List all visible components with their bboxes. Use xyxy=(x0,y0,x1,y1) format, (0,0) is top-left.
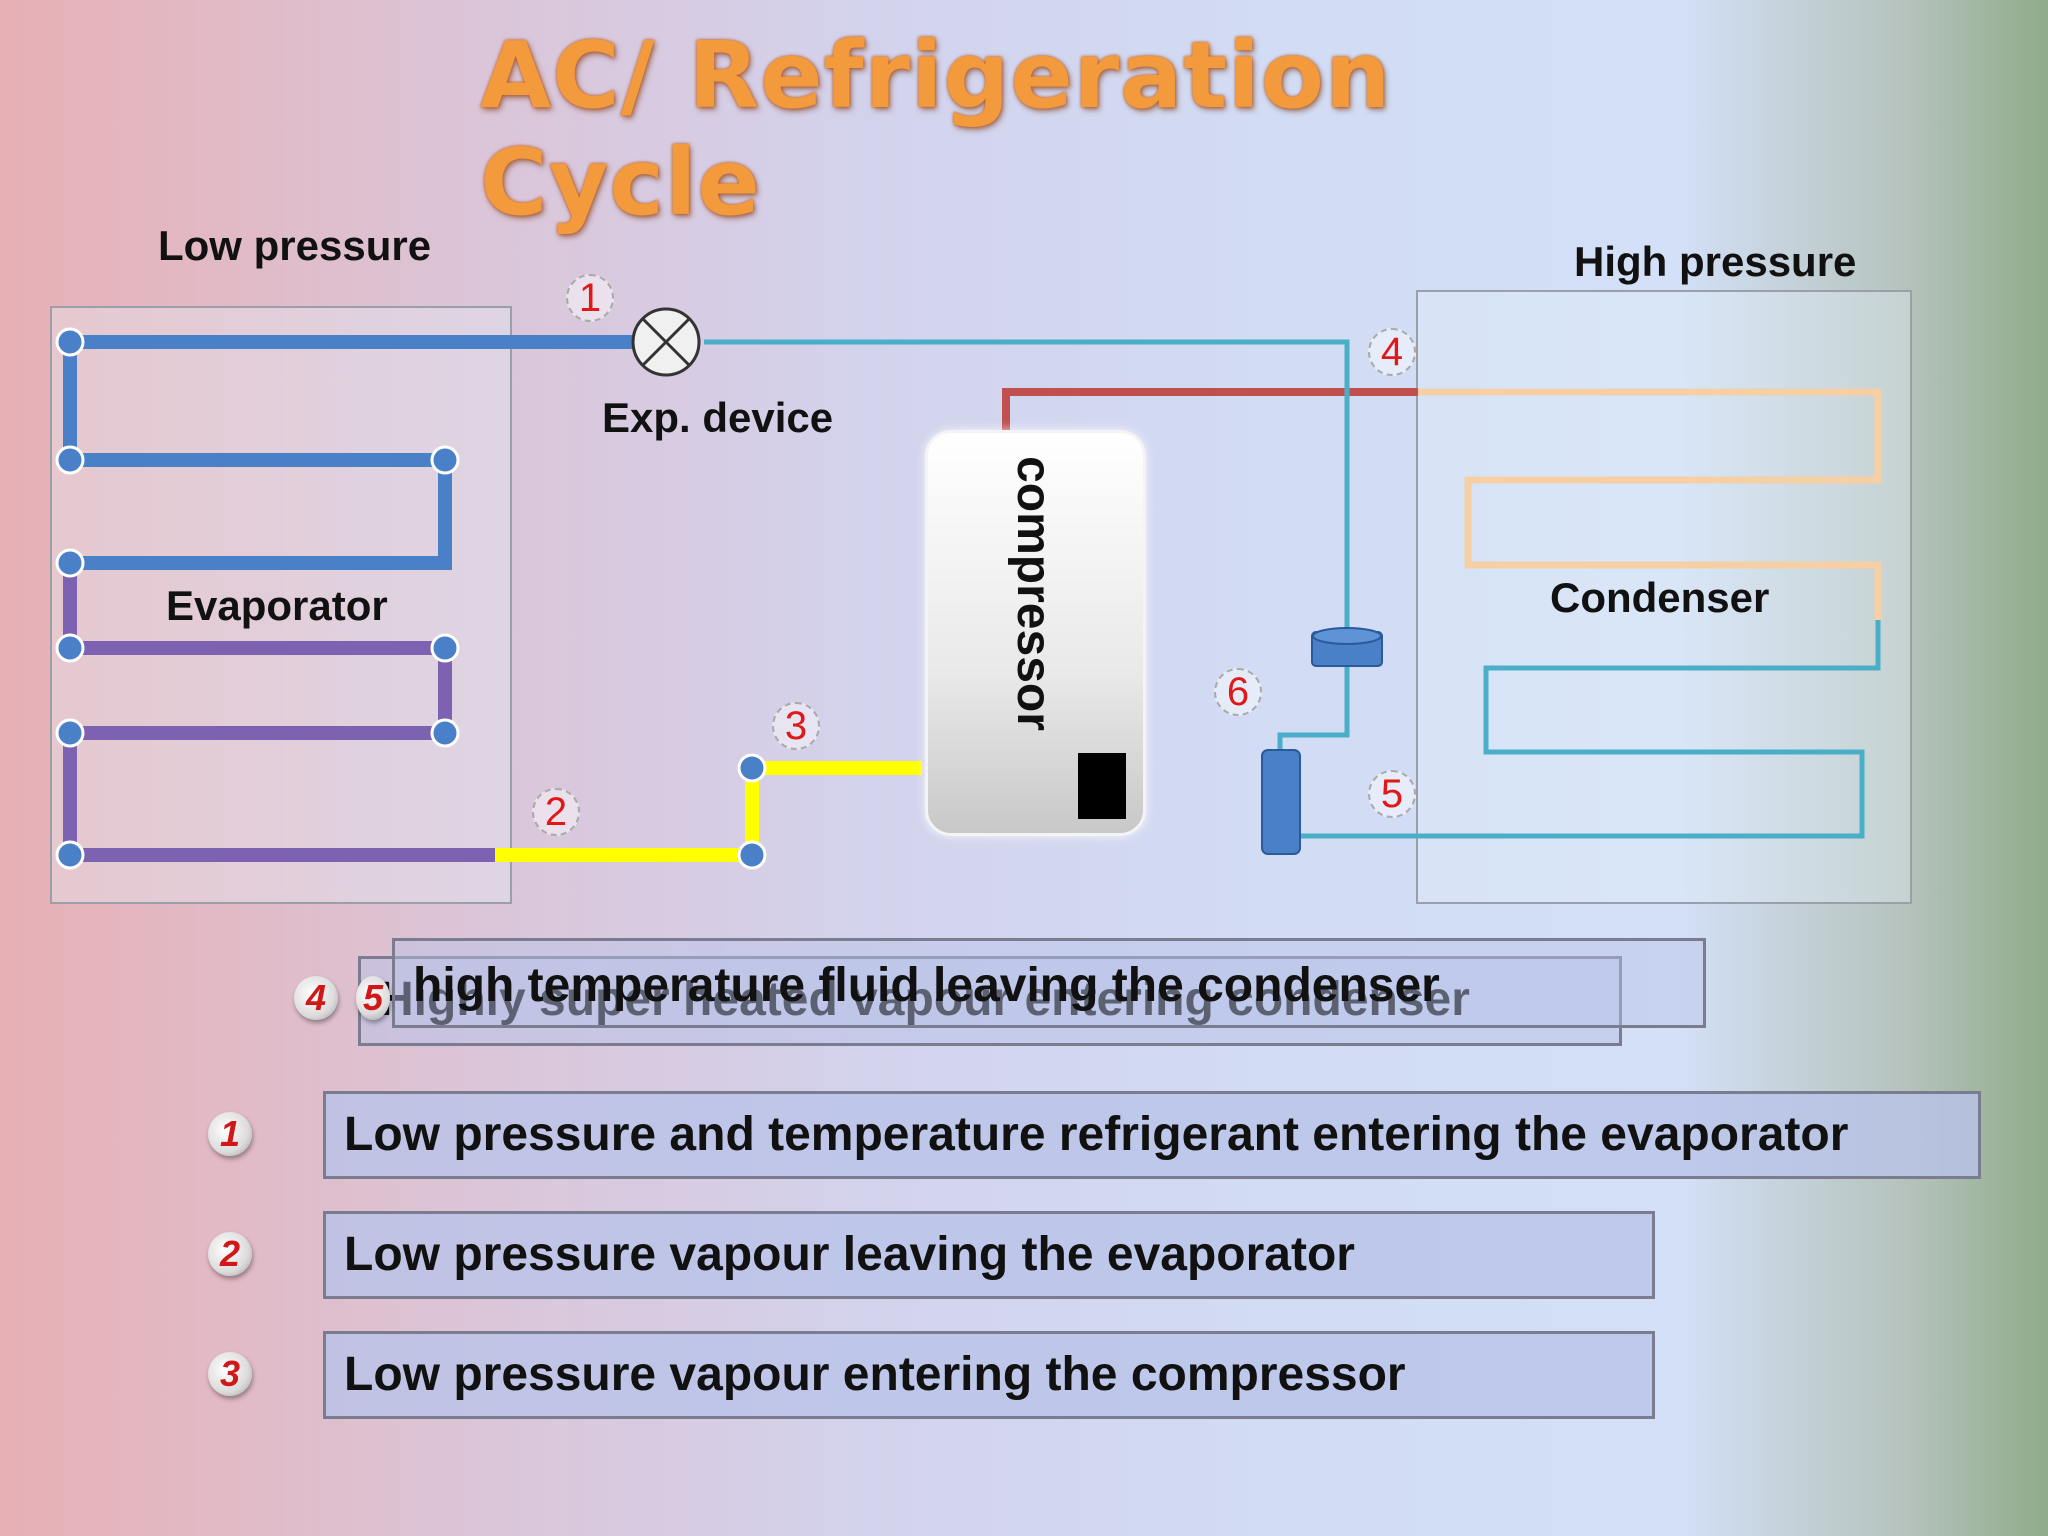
compressor-label: compressor xyxy=(1006,455,1060,731)
legend-number-3: 3 xyxy=(208,1352,252,1396)
legend-box-1: Low pressure and temperature refrigerant… xyxy=(323,1091,1981,1179)
legend-number-2: 2 xyxy=(208,1232,252,1276)
point-5-marker: 5 xyxy=(1368,770,1416,818)
high-pressure-label: High pressure xyxy=(1574,238,1857,285)
evaporator-panel xyxy=(50,306,512,904)
condenser-cool-coil xyxy=(1296,620,1881,839)
low-pressure-label: Low pressure xyxy=(158,222,432,269)
discharge-line xyxy=(1002,388,1418,430)
receiver-tank xyxy=(1261,749,1301,855)
legend-number-1: 1 xyxy=(208,1112,252,1156)
legend-text-5: high temperature fluid leaving the conde… xyxy=(413,959,1440,1012)
legend-box-2: Low pressure vapour leaving the evaporat… xyxy=(323,1211,1655,1299)
legend-number-5: 5 xyxy=(356,976,390,1020)
diagram-title: AC/ Refrigeration Cycle xyxy=(480,22,1392,236)
legend-box-4: Highly super heated vapour entering cond… xyxy=(358,956,1622,1046)
legend-text-3: Low pressure vapour entering the compres… xyxy=(344,1348,1406,1401)
exp-device-label: Exp. device xyxy=(602,394,834,441)
legend-text-2: Low pressure vapour leaving the evaporat… xyxy=(344,1228,1355,1281)
legend-number-4: 4 xyxy=(294,976,338,1020)
legend-box-3: Low pressure vapour entering the compres… xyxy=(323,1331,1655,1419)
liquid-line xyxy=(704,339,1350,752)
evaporator-label: Evaporator xyxy=(166,582,388,629)
condenser-hot-coil xyxy=(1418,388,1882,620)
compressor-terminal-box xyxy=(1078,753,1126,819)
condenser-label: Condenser xyxy=(1550,574,1770,621)
legend-text-4: Highly super heated vapour entering cond… xyxy=(379,973,1470,1026)
suction-line xyxy=(495,761,922,862)
point-3-marker: 3 xyxy=(772,702,820,750)
evaporator-pipe-blue xyxy=(63,342,452,570)
point-2-marker: 2 xyxy=(532,788,580,836)
compressor: compressor xyxy=(925,430,1146,836)
point-4-marker: 4 xyxy=(1368,328,1416,376)
legend-text-1: Low pressure and temperature refrigerant… xyxy=(344,1108,1849,1161)
legend-box-5: high temperature fluid leaving the conde… xyxy=(392,938,1706,1028)
expansion-valve xyxy=(631,307,701,377)
point-1-marker: 1 xyxy=(566,274,614,322)
sight-glass xyxy=(1311,627,1383,667)
point-6-marker: 6 xyxy=(1214,668,1262,716)
coil-joints xyxy=(55,327,767,870)
